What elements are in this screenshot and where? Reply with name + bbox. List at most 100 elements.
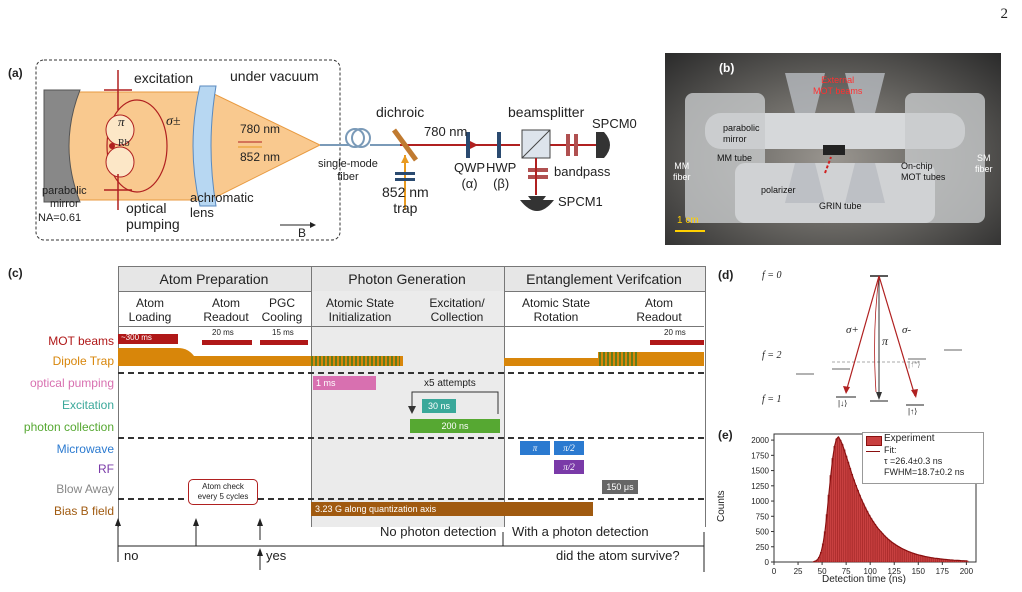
spcm1-label: SPCM1 (558, 194, 603, 209)
x-tick-label: 150 (912, 567, 926, 576)
fiber-label: single-mode fiber (318, 158, 378, 184)
sigma-label: σ± (166, 114, 181, 130)
level-diagram (712, 262, 1012, 422)
optical-pumping-label: optical pumping (126, 200, 180, 232)
step-pgc: PGC Cooling (256, 296, 308, 324)
external-mot-label: External MOT beams (813, 75, 862, 97)
histogram-bar (870, 518, 872, 562)
histogram-bar (886, 538, 888, 562)
histogram-bar (841, 444, 843, 562)
parabolic-mirror-label: parabolic mirror (42, 185, 87, 211)
sigma-minus-label: σ- (902, 324, 911, 336)
polarizer-label: polarizer (761, 185, 796, 195)
row-label-dipole: Dipole Trap (53, 354, 114, 368)
histogram-bar (832, 458, 834, 562)
qwp-label: QWP (α) (454, 160, 485, 192)
mot-pgc-label: 15 ms (272, 328, 294, 337)
grin-tube-label: GRIN tube (819, 201, 862, 211)
legend-experiment: Experiment (884, 433, 935, 444)
section-gen-title: Photon Generation (311, 271, 503, 287)
sigma-plus-label: σ+ (846, 324, 859, 336)
with-photon-label: With a photon detection (512, 524, 649, 539)
histogram-bar (911, 553, 913, 562)
x-axis-title: Detection time (ns) (822, 574, 906, 585)
histogram-bar (905, 550, 907, 562)
histogram-bar (897, 546, 899, 562)
atom-check-callout: Atom check every 5 cycles (188, 479, 258, 505)
panel-c: (c) Atom Preparation Photon Generation E… (0, 262, 710, 588)
row-label-blow: Blow Away (56, 482, 114, 496)
ket-up-star: |↑*⟩ (908, 360, 920, 369)
histogram-bar (907, 551, 909, 562)
panel-a-label: (a) (8, 66, 23, 80)
blow-bar: 150 μs (602, 480, 638, 494)
achromatic-lens-label: achromatic lens (190, 190, 254, 220)
trap-label: 852 nm trap (382, 184, 429, 216)
step-atom-loading: Atom Loading (120, 296, 180, 324)
histogram-bar (901, 548, 903, 562)
legend-tau: τ =26.4±0.3 ns (884, 456, 942, 466)
x-tick-label: 25 (794, 567, 803, 576)
histogram-bar (853, 480, 855, 562)
histogram-bar (903, 549, 905, 562)
histogram-bar (884, 536, 886, 562)
pi-transition-label: π (882, 334, 888, 349)
panel-b-photo: (b) External MOT beams parabolic mirror … (665, 53, 1001, 245)
excitation-label: excitation (134, 70, 193, 86)
op-bar: 1 ms (313, 376, 376, 390)
histogram-bar (868, 515, 870, 562)
histogram-bar (926, 557, 928, 562)
histogram-bar (920, 556, 922, 562)
rb-label: Rb (118, 138, 130, 149)
legend-swatch-experiment (866, 436, 882, 446)
f1-label: f = 1 (762, 394, 782, 405)
histogram-bar (847, 462, 849, 562)
section-prep-title: Atom Preparation (118, 271, 310, 287)
mm-tube-label: MM tube (717, 153, 752, 163)
pi-label: π (118, 114, 125, 130)
histogram-bar (849, 468, 851, 562)
mw-pi-bar: π (520, 441, 550, 455)
histogram-bar (889, 541, 891, 562)
histogram-bar (843, 450, 845, 562)
y-tick-label: 250 (756, 543, 770, 552)
b-field-label: B (298, 226, 306, 240)
scale-bar-label: 1 cm (677, 215, 699, 226)
no-label: no (124, 548, 138, 563)
dash-1 (118, 372, 704, 374)
row-label-coll: photon collection (24, 420, 114, 434)
ket-up: |↑⟩ (908, 407, 917, 416)
onchip-mot-label: On-chip MOT tubes (901, 161, 945, 183)
no-photon-label: No photon detection (380, 524, 496, 539)
histogram-bar (880, 532, 882, 562)
x-tick-label: 175 (936, 567, 950, 576)
panel-a-optics-diagram (0, 50, 655, 260)
histogram-bar (859, 495, 861, 562)
histogram-bar (845, 456, 847, 562)
histogram-bar (914, 554, 916, 562)
mot-readout-label: 20 ms (212, 328, 234, 337)
histogram-bar (866, 511, 868, 562)
mot-bar-loading: ~300 ms (118, 334, 178, 344)
legend-fwhm: FWHM=18.7±0.2 ns (884, 467, 964, 477)
mot-bar-pgc (260, 340, 308, 345)
row-label-rf: RF (98, 462, 114, 476)
histogram-bar (878, 529, 880, 562)
page-number: 2 (1001, 6, 1009, 23)
beamsplitter-label: beamsplitter (508, 104, 584, 120)
under-vacuum-label: under vacuum (230, 68, 319, 84)
y-tick-label: 0 (765, 558, 770, 567)
histogram-bar (893, 544, 895, 562)
row-label-op: optical pumping (30, 376, 114, 390)
legend-swatch-fit (866, 451, 880, 452)
histogram-bar (918, 555, 920, 562)
histogram-bar (916, 555, 918, 562)
spcm0-label: SPCM0 (592, 116, 637, 131)
y-tick-label: 2000 (751, 436, 769, 445)
histogram-bar (839, 440, 841, 562)
histogram-bar (855, 485, 857, 562)
panel-b-label: (b) (719, 61, 734, 75)
wl2-label: 852 nm (240, 150, 280, 164)
dichroic-label: dichroic (376, 104, 424, 120)
